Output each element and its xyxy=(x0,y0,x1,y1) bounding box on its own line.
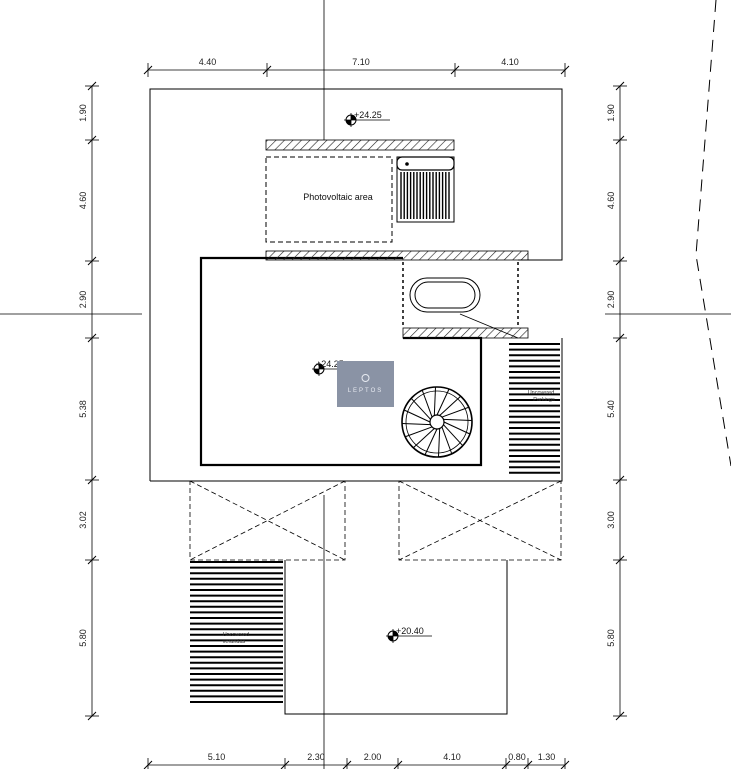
dim-right-2: 2.90 xyxy=(606,291,616,309)
leptos-logo: LEPTOS xyxy=(337,361,394,407)
level-marker-top: +24.25 xyxy=(344,110,390,127)
photovoltaic-area xyxy=(265,156,393,243)
diagonal-line xyxy=(459,313,519,339)
uncovered-parkings: Uncovered Parkings xyxy=(509,343,560,474)
level-top: +24.25 xyxy=(354,110,382,120)
dim-top-1: 7.10 xyxy=(352,57,370,67)
dimension-lines: 4.40 7.10 4.10 5.10 2.30 2.00 4.10 0.80 1.30 1.90… xyxy=(78,57,627,769)
dim-right-3: 5.40 xyxy=(606,400,616,418)
void-areas xyxy=(189,480,562,561)
dim-bottom-1: 2.30 xyxy=(307,752,325,762)
hatched-walls xyxy=(265,139,529,339)
skylight-oval xyxy=(409,277,481,313)
dim-left-1: 4.60 xyxy=(78,192,88,210)
skylight-enclosure xyxy=(402,262,519,326)
solar-heater-icon xyxy=(396,156,455,223)
spiral-staircase-icon xyxy=(401,386,473,458)
dim-left-3: 5.38 xyxy=(78,400,88,418)
level-middle: +24.25 xyxy=(316,359,344,369)
plot-boundary-line xyxy=(695,0,731,467)
verandas-label-2: verandas xyxy=(223,639,246,645)
dim-bottom-0: 5.10 xyxy=(208,752,226,762)
logo-text: LEPTOS xyxy=(348,388,384,394)
level-marker-bottom: +20.40 xyxy=(386,626,432,643)
dim-top-0: 4.40 xyxy=(199,57,217,67)
dim-bottom-5: 1.30 xyxy=(538,752,556,762)
dim-left-2: 2.90 xyxy=(78,291,88,309)
parkings-label-2: Parkings xyxy=(533,397,555,403)
parkings-label-1: Uncovered xyxy=(528,390,555,396)
photovoltaic-label: Photovoltaic area xyxy=(303,192,373,202)
dim-left-5: 5.80 xyxy=(78,629,88,647)
verandas-label-1: Uncovered xyxy=(223,632,250,638)
dim-bottom-3: 4.10 xyxy=(443,752,461,762)
dim-bottom-4: 0.80 xyxy=(508,752,526,762)
lower-block-outline xyxy=(284,560,508,715)
dim-bottom-2: 2.00 xyxy=(364,752,382,762)
level-bottom: +20.40 xyxy=(396,626,424,636)
dim-left-0: 1.90 xyxy=(78,104,88,122)
dim-right-4: 3.00 xyxy=(606,511,616,529)
dim-left-4: 3.02 xyxy=(78,511,88,529)
dim-top-2: 4.10 xyxy=(501,57,519,67)
uncovered-verandas: Uncovered verandas xyxy=(190,561,283,703)
dim-right-5: 5.80 xyxy=(606,629,616,647)
dim-right-0: 1.90 xyxy=(606,104,616,122)
dim-right-1: 4.60 xyxy=(606,192,616,210)
